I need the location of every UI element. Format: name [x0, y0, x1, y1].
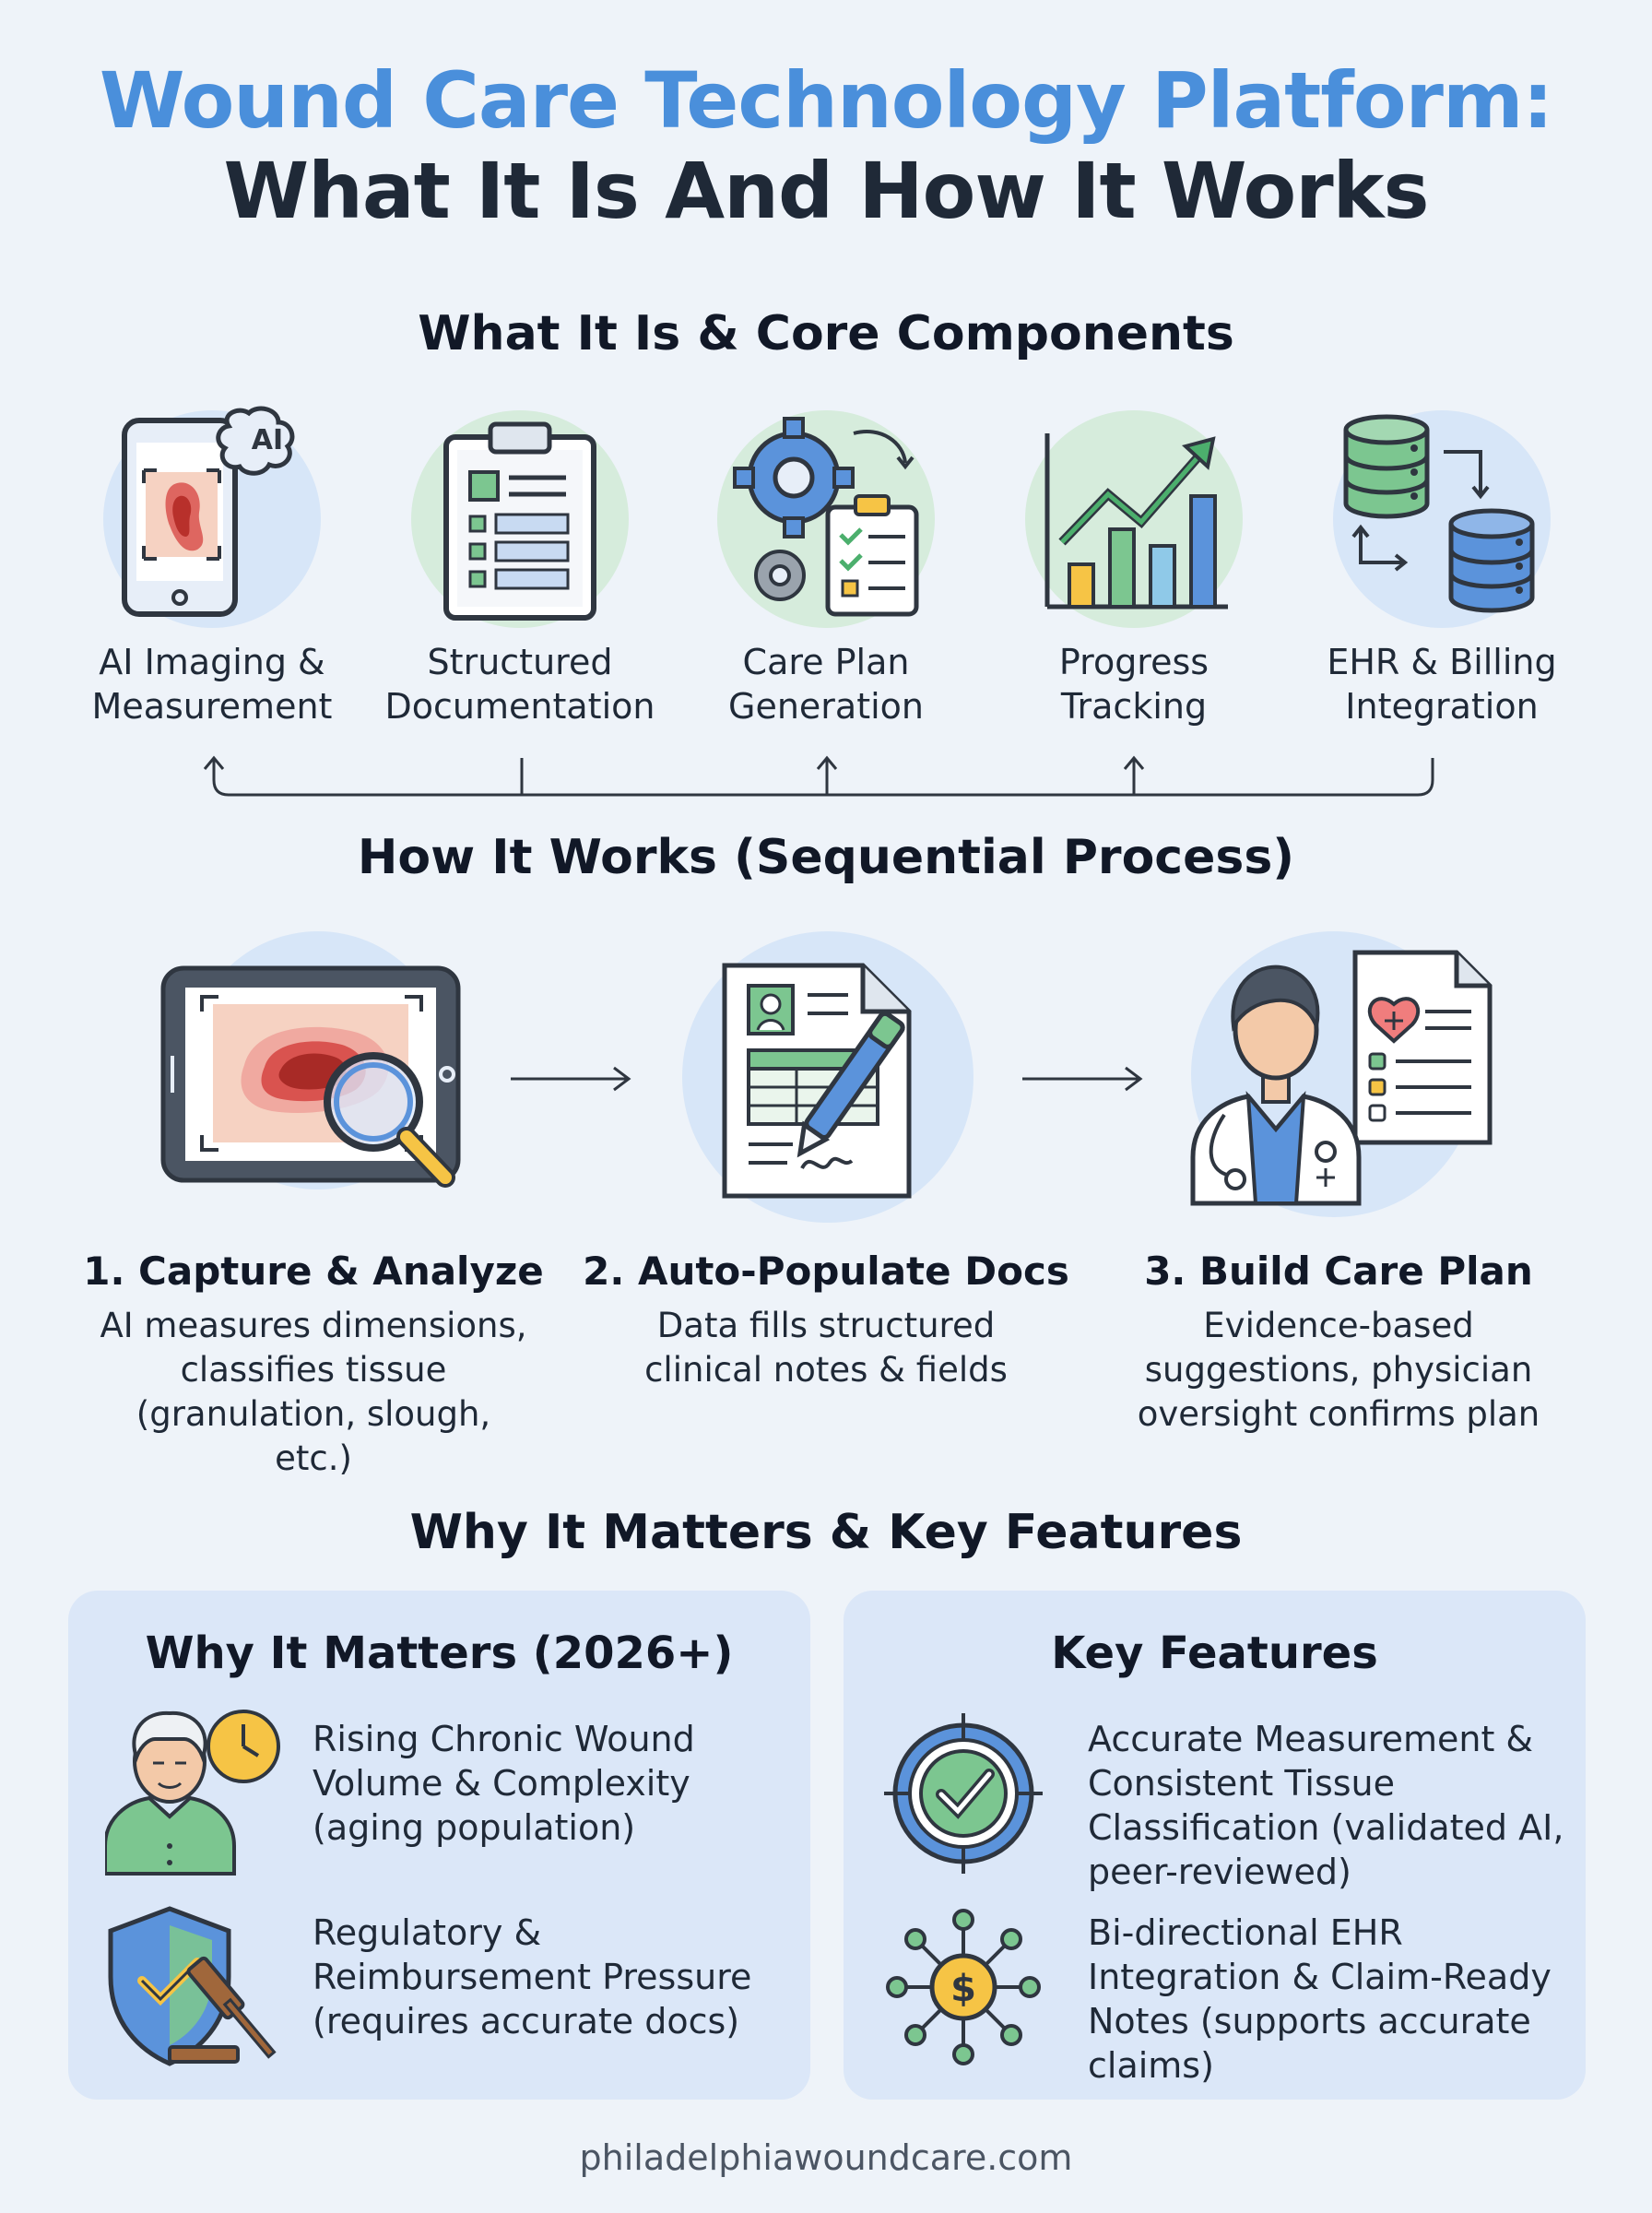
- components-connector-bracket: [203, 755, 1434, 797]
- elderly-clock-icon: [105, 1710, 280, 1876]
- why-it-matters-card: Why It Matters (2026+) Rising Chronic Wo…: [68, 1591, 810, 2100]
- step-title: 2. Auto-Populate Docs: [583, 1249, 1069, 1294]
- key-feature-item-1: Accurate Measurement & Consistent Tissue…: [880, 1706, 1572, 1892]
- tablet-magnifier-icon: [160, 965, 461, 1188]
- component-ehr-billing-integration: EHR & Billing Integration: [1304, 406, 1580, 728]
- process-step-1: 1. Capture & Analyze AI measures dimensi…: [55, 1247, 572, 1481]
- ai-imaging-phone-icon: [122, 406, 295, 617]
- footer-url[interactable]: philadelphiawoundcare.com: [579, 2137, 1073, 2178]
- step-title: 1. Capture & Analyze: [83, 1249, 544, 1294]
- why-item-2: Regulatory & Reimbursement Pressure (req…: [105, 1899, 796, 2075]
- card-title: Why It Matters (2026+): [145, 1627, 734, 1679]
- component-label: Structured Documentation: [384, 642, 655, 727]
- component-care-plan-generation: Care Plan Generation: [688, 406, 964, 728]
- features-heading: Why It Matters & Key Features: [409, 1505, 1243, 1560]
- process-arrow-1: [511, 1066, 631, 1092]
- key-features-card: Key Features Accurate Measurement & Cons…: [844, 1591, 1586, 2100]
- database-sync-icon: [1343, 414, 1535, 613]
- title-line-2: What It Is And How It Works: [223, 146, 1429, 236]
- physician-careplan-icon: [1190, 950, 1493, 1206]
- bar-chart-trend-icon: [1044, 433, 1228, 609]
- svg-text:$: $: [950, 1968, 976, 2010]
- component-label: Care Plan Generation: [728, 642, 924, 727]
- gears-checklist-icon: [733, 417, 919, 617]
- step-description: Data fills structured clinical notes & f…: [644, 1306, 1008, 1390]
- component-progress-tracking: Progress Tracking: [996, 406, 1272, 728]
- clipboard-icon: [443, 421, 596, 621]
- key-feature-item-2: $ Bi-directional EHR Integration & Claim…: [880, 1899, 1572, 2086]
- item-text: Rising Chronic Wound Volume & Complexity…: [313, 1719, 695, 1848]
- step-description: Evidence-based suggestions, physician ov…: [1137, 1306, 1540, 1434]
- card-title: Key Features: [1051, 1627, 1378, 1679]
- step-1-visual: [152, 927, 466, 1222]
- process-step-3: 3. Build Care Plan Evidence-based sugges…: [1080, 1247, 1597, 1437]
- step-title: 3. Build Care Plan: [1144, 1249, 1533, 1294]
- process-arrow-2: [1022, 1066, 1143, 1092]
- process-heading: How It Works (Sequential Process): [357, 830, 1295, 885]
- component-label: EHR & Billing Integration: [1327, 642, 1557, 727]
- process-step-2: 2. Auto-Populate Docs Data fills structu…: [568, 1247, 1084, 1392]
- components-heading: What It Is & Core Components: [418, 306, 1234, 361]
- step-2-visual: [673, 927, 986, 1223]
- component-structured-documentation: Structured Documentation: [382, 406, 658, 728]
- document-pen-icon: [722, 963, 912, 1199]
- why-item-1: Rising Chronic Wound Volume & Complexity…: [105, 1706, 796, 1881]
- item-text: Regulatory & Reimbursement Pressure (req…: [313, 1912, 752, 2041]
- item-text: Bi-directional EHR Integration & Claim-R…: [1088, 1912, 1552, 2086]
- dollar-network-icon: $: [886, 1909, 1041, 2065]
- component-label: AI Imaging & Measurement: [91, 642, 333, 727]
- step-3-visual: [1180, 927, 1512, 1222]
- shield-gavel-icon: [108, 1906, 277, 2066]
- item-text: Accurate Measurement & Consistent Tissue…: [1088, 1719, 1564, 1892]
- component-label: Progress Tracking: [1058, 642, 1210, 727]
- step-description: AI measures dimensions, classifies tissu…: [100, 1306, 527, 1478]
- page-title: Wound Care Technology Platform: What It …: [0, 55, 1652, 236]
- component-ai-imaging: AI AI Imaging & Measurement: [74, 406, 350, 728]
- title-line-1: Wound Care Technology Platform:: [99, 55, 1553, 146]
- ai-badge: AI: [251, 424, 284, 456]
- target-check-icon: [884, 1713, 1043, 1874]
